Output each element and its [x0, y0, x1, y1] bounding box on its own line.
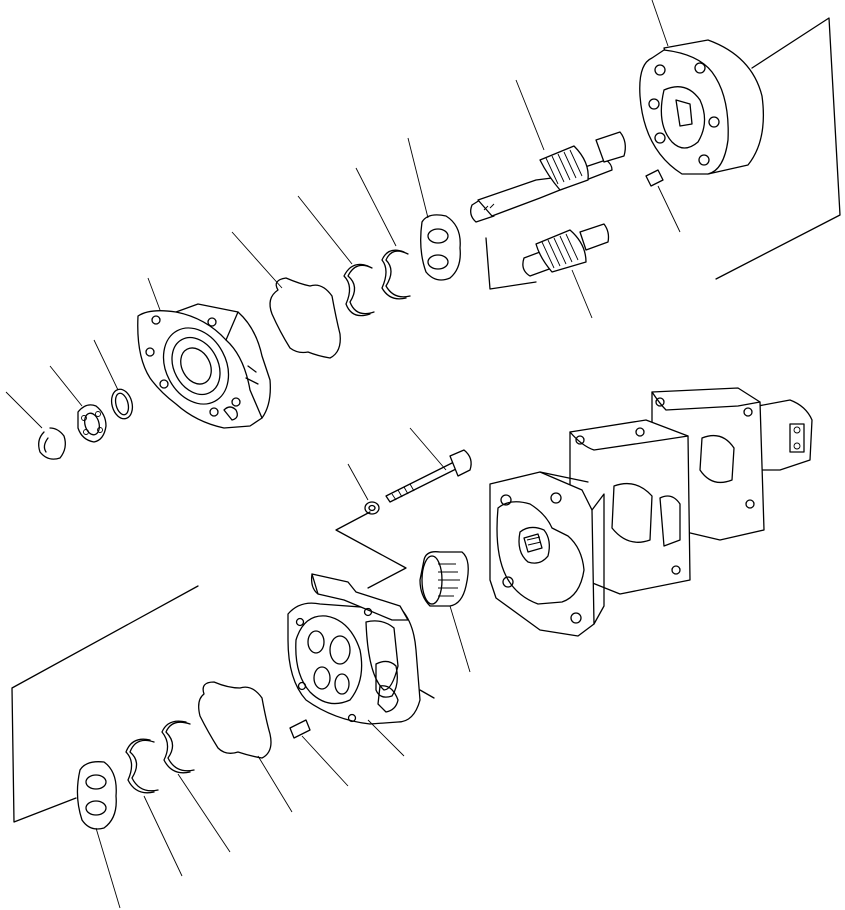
leader-ball-bearing	[50, 366, 82, 406]
leader-snap-ring	[6, 392, 42, 428]
leader-gasket-lower	[258, 756, 292, 812]
leader-front-cover	[148, 278, 160, 310]
leader-needle-bearing	[450, 606, 470, 672]
leader-thrust-plate-upper	[408, 138, 428, 218]
group-bracket-lower	[12, 512, 434, 822]
oil-seal-ring	[108, 387, 135, 421]
leader-washer	[348, 464, 368, 500]
leader-backup-ring-upper-a	[356, 168, 396, 246]
leader-dowel-pin-upper	[658, 186, 680, 232]
backup-ring-lower-b	[126, 739, 158, 793]
leader-thrust-plate-lower	[96, 828, 120, 908]
leader-oil-seal-ring	[94, 340, 118, 390]
thrust-plate-upper	[421, 215, 461, 280]
gasket-upper	[270, 278, 340, 358]
leader-rear-cover	[368, 720, 404, 756]
ball-bearing	[78, 405, 106, 442]
leader-drive-shaft-gear	[516, 80, 544, 150]
front-cover	[138, 304, 271, 428]
driven-gear	[523, 224, 609, 276]
needle-bearing	[420, 552, 468, 606]
rear-cover	[288, 574, 420, 724]
backup-ring-lower-a	[162, 721, 194, 773]
thrust-plate-lower	[77, 762, 116, 829]
leader-backup-ring-lower-a	[178, 774, 230, 852]
group-bracket-upper	[486, 18, 840, 289]
leader-backup-ring-lower-b	[144, 796, 182, 876]
leader-driven-gear	[572, 270, 592, 318]
washer	[365, 502, 379, 514]
pump-body	[640, 40, 764, 174]
gasket-lower	[199, 682, 271, 758]
backup-ring-upper-a	[382, 250, 410, 299]
drive-shaft-gear	[471, 132, 626, 222]
snap-ring	[39, 428, 66, 459]
dowel-pin-lower	[290, 720, 310, 738]
backup-ring-upper-b	[344, 264, 374, 315]
mounting-bolt	[386, 450, 471, 502]
leader-mounting-bolt	[410, 428, 446, 470]
dowel-pin-upper	[646, 170, 663, 186]
pump-assembly	[490, 388, 812, 636]
leader-dowel-pin-lower	[302, 736, 348, 786]
leader-pump-body	[652, 0, 668, 46]
leader-gasket-upper	[232, 232, 282, 288]
leader-backup-ring-upper-b	[298, 196, 352, 264]
